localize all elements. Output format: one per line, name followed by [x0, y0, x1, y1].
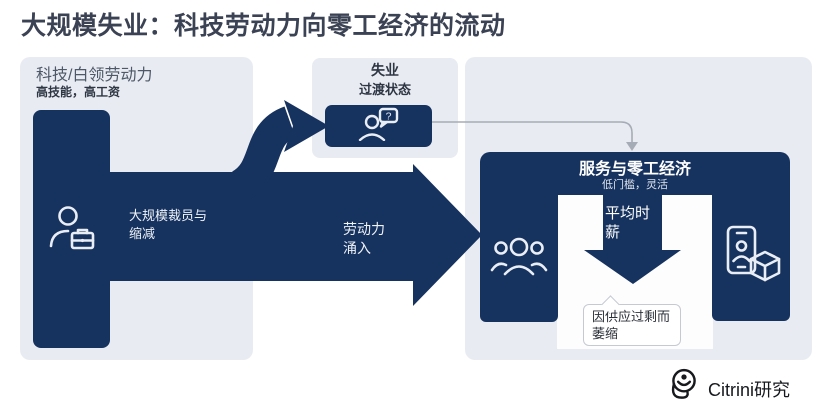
wage-label: 平均时薪 — [605, 205, 651, 241]
source-panel-heading: 科技/白领劳动力 — [36, 67, 153, 84]
people-group-icon — [490, 236, 548, 281]
brand-footer: Citrini研究 — [668, 368, 790, 409]
unemployed-box: ? — [325, 105, 432, 147]
gig-platform-block — [712, 195, 790, 321]
gig-header-band — [480, 152, 790, 195]
svg-text:?: ? — [385, 110, 391, 122]
source-workers-block — [33, 110, 110, 348]
gig-subheading: 低门槛，灵活 — [602, 179, 668, 191]
gig-workers-block — [480, 195, 558, 322]
gig-heading: 服务与零工经济 — [578, 161, 691, 178]
transition-title: 失业 — [371, 62, 399, 78]
callout-text: 因供应过剩而萎缩 — [592, 309, 671, 341]
brand-name: Citrini研究 — [708, 379, 791, 400]
person-briefcase-icon — [46, 205, 98, 260]
person-question-icon: ? — [352, 107, 406, 146]
phone-package-icon — [720, 225, 782, 292]
wage-callout: 因供应过剩而萎缩 — [583, 295, 681, 346]
transition-subtitle: 过渡状态 — [358, 82, 411, 97]
page-title: 大规模失业：科技劳动力向零工经济的流动 — [21, 12, 506, 40]
influx-label: 劳动力涌入 — [343, 221, 385, 256]
source-panel-subheading: 高技能，高工资 — [36, 85, 121, 99]
layoffs-label: 大规模裁员与缩减 — [129, 208, 208, 241]
citrini-logo-icon — [668, 368, 700, 409]
